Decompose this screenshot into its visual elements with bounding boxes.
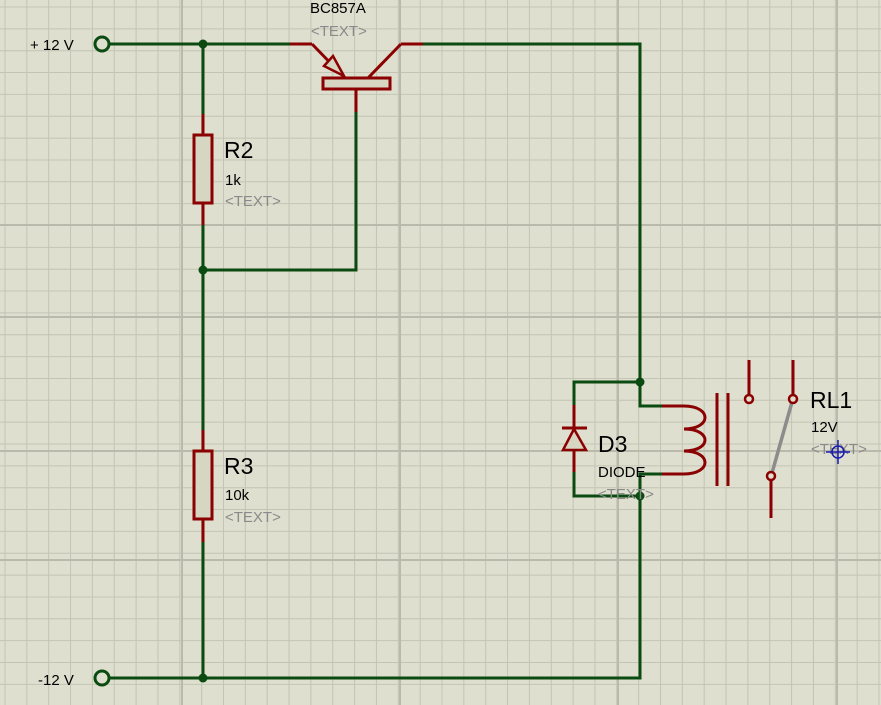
relay-no-contact-icon	[787, 393, 799, 405]
transistor-text-placeholder: <TEXT>	[311, 23, 367, 40]
r3-text-placeholder: <TEXT>	[225, 509, 281, 526]
junctions	[198, 39, 645, 683]
resistor-r2[interactable]: R2 1k <TEXT>	[192, 114, 281, 225]
diode-icon	[560, 426, 589, 452]
relay-coil-icon	[683, 404, 707, 476]
terminal-negative[interactable]: -12 V	[38, 669, 111, 689]
r2-text-placeholder: <TEXT>	[225, 193, 281, 210]
r2-body	[192, 133, 214, 205]
terminal-positive-label: + 12 V	[30, 37, 74, 54]
wire-collector-right[interactable]	[423, 42, 662, 408]
terminal-positive[interactable]: + 12 V	[30, 35, 111, 54]
rl1-text-placeholder: <TEXT>	[811, 441, 867, 458]
r2-ref-label: R2	[224, 137, 253, 163]
wire-bottom-rail[interactable]	[110, 472, 662, 680]
r3-body	[192, 449, 214, 521]
transistor-bc857a[interactable]: BC857A <TEXT>	[290, 0, 423, 112]
relay-nc-contact-icon	[743, 393, 755, 405]
wire-diode-bottom[interactable]	[572, 472, 640, 498]
terminal-positive-icon[interactable]	[93, 35, 111, 53]
wires	[110, 42, 662, 680]
rl1-ref-label: RL1	[810, 387, 852, 413]
terminal-negative-icon[interactable]	[93, 669, 111, 687]
transistor-ref-label: BC857A	[310, 0, 366, 17]
junction-dot	[198, 673, 208, 683]
d3-text-placeholder: <TEXT>	[598, 486, 654, 503]
r3-value-label: 10k	[225, 487, 250, 504]
rl1-value-label: 12V	[811, 419, 838, 436]
relay-rl1[interactable]: RL1 12V <TEXT>	[662, 360, 867, 518]
d3-value-label: DIODE	[598, 464, 646, 481]
wire-diode-top[interactable]	[572, 380, 640, 405]
crosshair-cursor-icon	[826, 440, 850, 464]
terminal-negative-label: -12 V	[38, 672, 74, 689]
relay-switch-arm	[770, 401, 794, 474]
r3-ref-label: R3	[224, 453, 253, 479]
junction-dot	[198, 39, 208, 49]
resistor-r3[interactable]: R3 10k <TEXT>	[192, 430, 281, 542]
junction-dot	[635, 491, 645, 501]
transistor-base-bar	[321, 76, 392, 91]
junction-dot	[635, 377, 645, 387]
d3-ref-label: D3	[598, 431, 627, 457]
diode-d3[interactable]: D3 DIODE <TEXT>	[560, 405, 654, 503]
r2-value-label: 1k	[225, 172, 241, 189]
transistor-emitter-arrow-icon	[321, 53, 348, 79]
junction-dot	[198, 265, 208, 275]
transistor-collector-leg	[366, 42, 403, 80]
wire-base[interactable]	[203, 112, 358, 272]
relay-common-contact-icon	[765, 470, 777, 482]
